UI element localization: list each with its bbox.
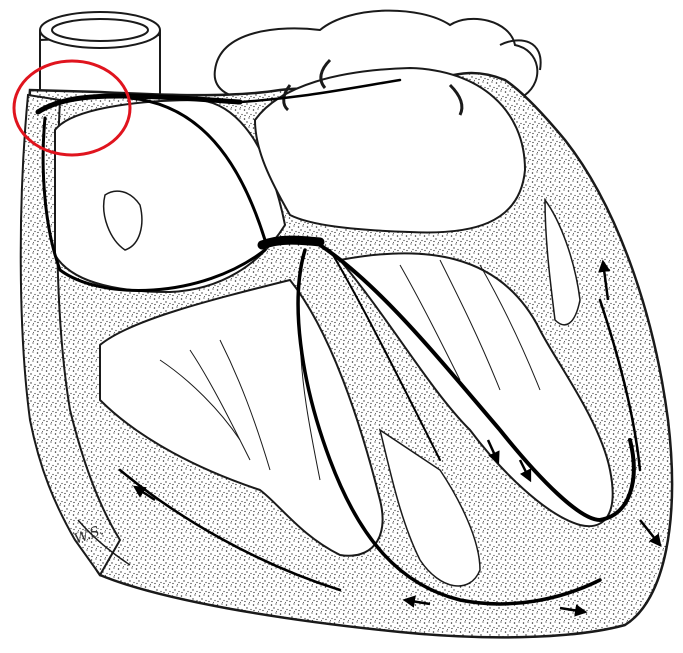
av-node	[262, 240, 320, 245]
